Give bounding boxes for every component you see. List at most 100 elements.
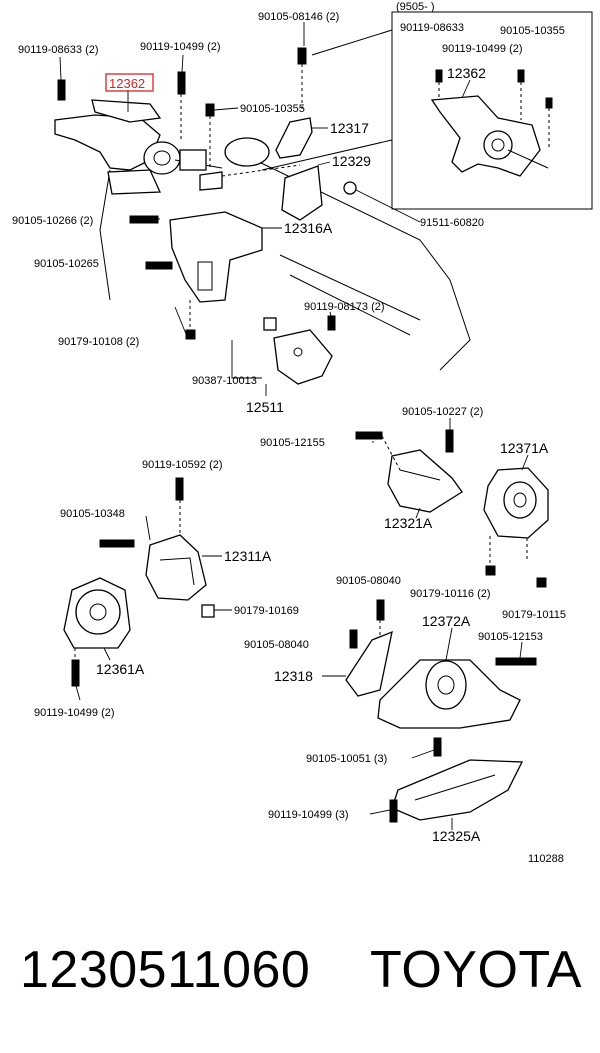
leader-10499-top bbox=[181, 54, 184, 73]
inset-label-12362: 12362 bbox=[447, 65, 486, 81]
label-91511-60820: 91511-60820 bbox=[420, 217, 484, 229]
bolt-90119-10499-top bbox=[177, 71, 186, 95]
label-90105-10265: 90105-10265 bbox=[34, 258, 99, 270]
engine-outline-left bbox=[99, 169, 111, 301]
lower-mount-assembly bbox=[322, 599, 537, 830]
label-12361A: 12361A bbox=[96, 661, 145, 677]
bolt-90105-10355 bbox=[205, 103, 215, 117]
label-90105-10348: 90105-10348 bbox=[60, 508, 125, 520]
engine-rib-1 bbox=[279, 254, 421, 321]
label-90105-08040-b: 90105-08040 bbox=[244, 639, 309, 651]
inset-bushing-core bbox=[491, 138, 505, 152]
inset-bolt-90119-08633 bbox=[435, 69, 443, 83]
label-90105-12155: 90105-12155 bbox=[260, 437, 325, 449]
inset-leader-12362 bbox=[461, 79, 471, 99]
bolt-90105-08040-b bbox=[349, 629, 358, 649]
label-90179-10108: 90179-10108 (2) bbox=[58, 336, 139, 348]
label-90105-10266: 90105-10266 (2) bbox=[12, 215, 93, 227]
leader-10355 bbox=[213, 107, 239, 111]
inset-bolt-90105-10355 bbox=[545, 97, 553, 109]
bracket-12317 bbox=[275, 117, 313, 159]
bracket-12316A bbox=[169, 211, 263, 303]
label-90387-10013: 90387-10013 bbox=[192, 375, 257, 387]
leader-12153 bbox=[519, 641, 523, 659]
inset-bolt-90119-10499 bbox=[517, 69, 525, 83]
label-90105-12153: 90105-12153 bbox=[478, 631, 543, 643]
parts-diagram: (9505- ) 90119-08633 90105-10355 90119-1… bbox=[12, 1, 593, 865]
rear-mount-assembly bbox=[63, 477, 232, 701]
plug-91511-60820 bbox=[343, 181, 357, 195]
inset-bushing bbox=[483, 130, 513, 160]
leader-90387 bbox=[231, 340, 262, 379]
footer: 1230511060 TOYOTA bbox=[0, 935, 600, 1005]
inset-frame bbox=[391, 11, 593, 210]
leader-12371A bbox=[521, 454, 529, 471]
label-12329: 12329 bbox=[332, 153, 371, 169]
label-90105-10051: 90105-10051 (3) bbox=[306, 753, 387, 765]
bracket-12325A-rib bbox=[414, 774, 496, 801]
highlight-box-12362 bbox=[105, 73, 154, 92]
label-12311A: 12311A bbox=[224, 548, 272, 564]
bolt-90105-12155 bbox=[355, 431, 383, 440]
bracket-12511-hole bbox=[293, 347, 303, 357]
bolt-90119-10499-left bbox=[71, 659, 80, 687]
nut-90179-10169 bbox=[201, 604, 215, 618]
mount-12372A-core bbox=[437, 675, 455, 695]
brand-name: TOYOTA bbox=[370, 941, 582, 999]
leader-10051 bbox=[411, 749, 435, 759]
bolt-90105-08146 bbox=[297, 47, 307, 65]
label-90119-08633: 90119-08633 (2) bbox=[18, 44, 99, 56]
inset-callout-line-top bbox=[311, 29, 393, 56]
bracket-tab bbox=[199, 171, 223, 191]
bracket-12511 bbox=[273, 329, 333, 385]
bolt-90105-12153 bbox=[495, 657, 537, 666]
front-mount-assembly bbox=[355, 418, 549, 588]
inset-label-90105-10355: 90105-10355 bbox=[500, 25, 565, 37]
label-90119-10499-bottom: 90119-10499 (3) bbox=[268, 809, 349, 821]
label-12372A: 12372A bbox=[422, 613, 471, 629]
bracket-12321A-rib bbox=[399, 469, 441, 481]
bracket-12321A bbox=[387, 449, 463, 513]
bushing-sleeve bbox=[179, 149, 207, 171]
mount-bushing-core bbox=[153, 150, 171, 166]
bolt-90119-08633 bbox=[57, 79, 66, 101]
leader-10499-left bbox=[75, 685, 81, 701]
inset-callout-line-bottom bbox=[261, 139, 393, 171]
label-12317: 12317 bbox=[330, 120, 369, 136]
inset-panel: (9505- ) 90119-08633 90105-10355 90119-1… bbox=[261, 1, 593, 210]
label-12371A: 12371A bbox=[500, 440, 549, 456]
bracket-12311A-rib bbox=[159, 557, 195, 586]
label-90119-08173: 90119-08173 (2) bbox=[304, 301, 385, 313]
mount-cap bbox=[224, 137, 270, 167]
engine-outline-right bbox=[254, 159, 471, 371]
mount-12371A-bushing bbox=[503, 481, 537, 519]
mount-12361A-core bbox=[89, 603, 107, 621]
inset-label-90119-10499: 90119-10499 (2) bbox=[442, 43, 523, 55]
label-90179-10116: 90179-10116 (2) bbox=[410, 588, 491, 600]
label-90105-08146: 90105-08146 (2) bbox=[258, 11, 339, 23]
bracket-foot bbox=[107, 169, 161, 195]
part-number: 1230511060 bbox=[20, 941, 311, 999]
bracket-12311A bbox=[145, 534, 207, 601]
leader-12321A bbox=[415, 507, 421, 519]
leaders-top bbox=[59, 22, 421, 396]
mount-bushing bbox=[143, 141, 181, 175]
inset-mount-12362 bbox=[430, 95, 541, 177]
inset-label-90119-08633: 90119-08633 bbox=[400, 22, 464, 34]
bracket-12316A-slot bbox=[197, 261, 213, 291]
upper-mount-assembly bbox=[54, 47, 471, 385]
bolt-90105-10348 bbox=[99, 539, 135, 548]
bolt-90105-10266 bbox=[129, 215, 159, 224]
nut-90179-10115 bbox=[536, 577, 547, 588]
bracket-12318 bbox=[345, 630, 393, 697]
leader-12329 bbox=[317, 161, 331, 166]
part-labels: 90105-08146 (2) 90119-08633 (2) 90119-10… bbox=[12, 11, 566, 865]
label-12316A: 12316A bbox=[284, 220, 333, 236]
label-90119-10592: 90119-10592 (2) bbox=[142, 459, 223, 471]
label-90179-10169: 90179-10169 bbox=[234, 605, 299, 617]
bolt-90105-10265 bbox=[145, 261, 173, 270]
plate-12329 bbox=[281, 165, 323, 221]
mount-12361A-bushing bbox=[75, 589, 121, 635]
label-9505-range: (9505- ) bbox=[396, 1, 435, 13]
bolt-90119-08173 bbox=[327, 315, 336, 331]
